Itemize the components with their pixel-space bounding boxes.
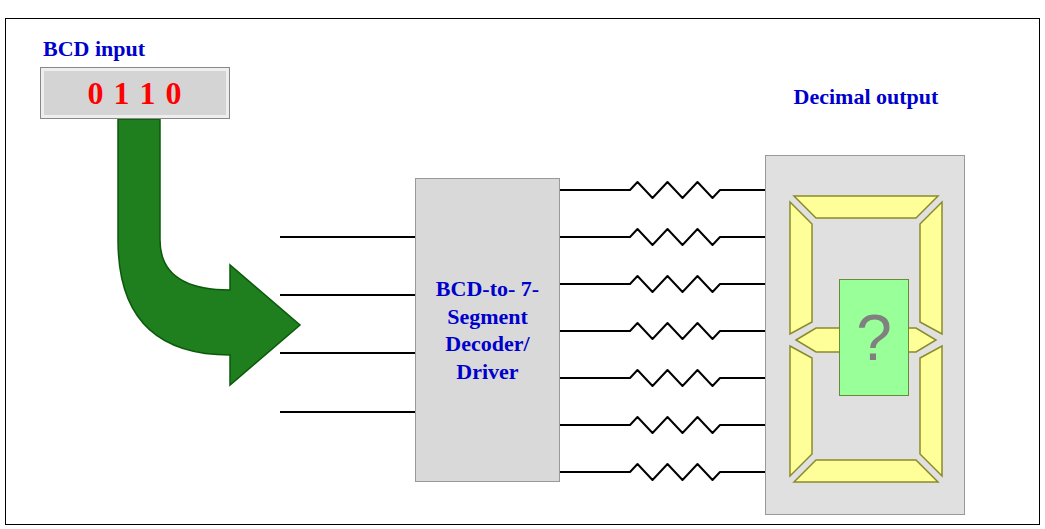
resistor-wire	[560, 323, 765, 339]
display-panel: Decimal output?	[765, 155, 965, 515]
resistor-wire	[560, 276, 765, 292]
decoder-label: BCD-to- 7-Segment Decoder/ Driver	[433, 275, 543, 385]
resistor-wire	[560, 182, 765, 198]
input-heading: BCD input	[43, 36, 145, 62]
display-segment	[794, 460, 938, 482]
bcd-input-box: BCD input0 1 1 0	[40, 67, 230, 119]
decoder-box: BCD-to- 7-Segment Decoder/ Driver	[415, 178, 560, 482]
display-segment	[920, 202, 942, 334]
input-wire	[280, 236, 415, 238]
resistor-wire	[560, 370, 765, 386]
input-wire	[280, 411, 415, 413]
output-heading: Decimal output	[746, 84, 986, 110]
resistor-wire	[560, 229, 765, 245]
resistor-wire	[560, 417, 765, 433]
input-wire	[280, 352, 415, 354]
bcd-digits: 0 1 1 0	[88, 75, 183, 112]
display-segment	[790, 346, 812, 476]
unknown-digit-box: ?	[839, 279, 909, 396]
input-flow-arrow	[118, 119, 300, 385]
display-segment	[920, 346, 942, 476]
resistor-wire	[560, 464, 765, 480]
unknown-digit: ?	[856, 306, 892, 370]
display-segment	[794, 196, 938, 218]
outer-frame	[6, 19, 1040, 525]
display-segment	[790, 202, 812, 334]
input-wire	[280, 294, 415, 296]
